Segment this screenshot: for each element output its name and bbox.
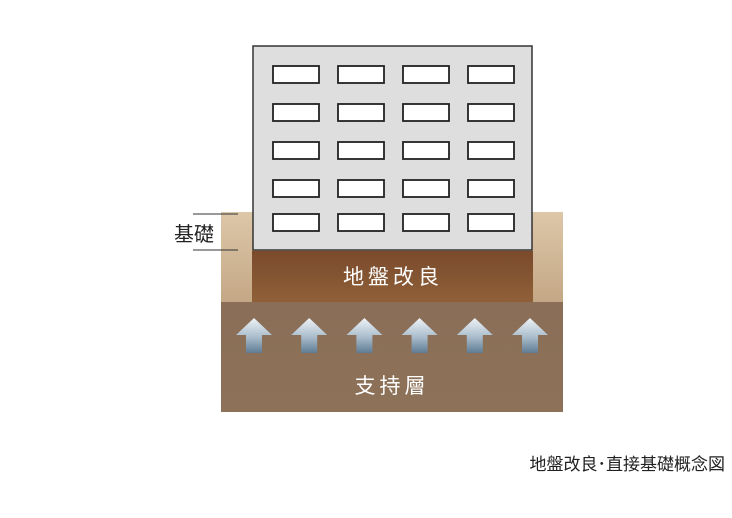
building-window — [272, 179, 320, 198]
building-window — [337, 141, 385, 160]
ground-improvement-layer — [252, 251, 533, 302]
building-window — [402, 103, 450, 122]
building-window — [337, 213, 385, 232]
building-window — [272, 213, 320, 232]
building-window — [467, 65, 515, 84]
building-window — [272, 141, 320, 160]
foundation-label: 基礎 — [174, 222, 214, 246]
building-window — [402, 141, 450, 160]
building-window — [272, 103, 320, 122]
up-arrow-icon — [456, 318, 493, 353]
bearing-layer-label: 支持層 — [355, 374, 430, 398]
building-window — [337, 103, 385, 122]
bearing-layer — [221, 302, 563, 412]
building-window — [337, 65, 385, 84]
building-window — [467, 213, 515, 232]
building-window — [467, 141, 515, 160]
building-window — [337, 179, 385, 198]
building-windows — [272, 65, 515, 232]
building-window — [272, 65, 320, 84]
building-window — [402, 213, 450, 232]
building-window — [402, 179, 450, 198]
up-arrow-icon — [512, 318, 548, 353]
up-arrow-icon — [401, 318, 438, 353]
building-window — [467, 179, 515, 198]
up-arrow-icon — [291, 318, 328, 353]
ground-improvement-label: 地盤改良 — [343, 265, 443, 289]
building-window — [467, 103, 515, 122]
diagram-caption: 地盤改良･直接基礎概念図 — [530, 454, 726, 475]
up-arrow-icon — [236, 318, 272, 353]
up-arrow-icon — [346, 318, 383, 353]
building-window — [402, 65, 450, 84]
support-arrows — [236, 318, 548, 353]
